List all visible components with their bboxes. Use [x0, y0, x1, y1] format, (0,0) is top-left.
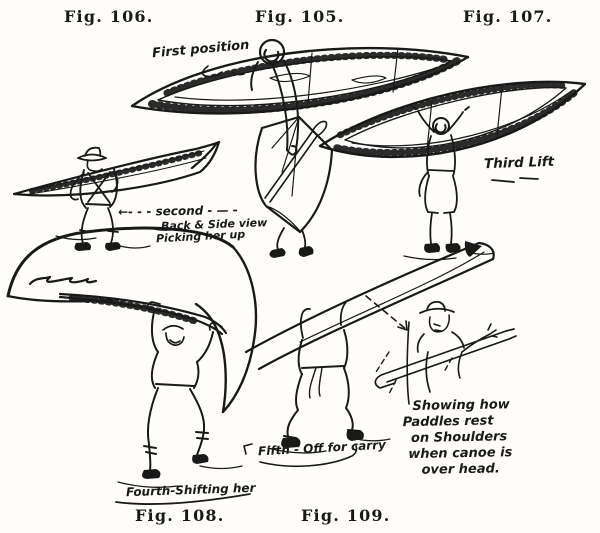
fifth-bracket-and-underline [243, 443, 358, 468]
canoe-ribs [68, 294, 199, 325]
man-arms [69, 171, 119, 201]
hull-signature-scribble [28, 275, 98, 286]
man-head [86, 159, 103, 173]
canoe-bow-over-shoulder [254, 115, 334, 234]
man-boots [74, 242, 121, 251]
annotation-second-arrow: ←- - - second - — - [117, 202, 238, 220]
fig-106-caption: Fig. 106. [64, 7, 154, 26]
fig109-man-sketch [267, 301, 391, 454]
fourth-underline-flourish [115, 493, 251, 506]
paddles-note-line: over head. [421, 461, 500, 478]
third-lift-underline [491, 177, 539, 183]
fig-109-caption: Fig. 109. [301, 506, 391, 525]
canoe-stern-fin [194, 245, 258, 414]
man-face [428, 314, 450, 333]
canoe-inner-gunwale [344, 86, 567, 149]
fig105-canoe-sketch [130, 46, 470, 115]
sash-ties [308, 367, 323, 399]
canoe-floor-details [351, 86, 571, 151]
canoe-ribs-lower [148, 57, 461, 115]
man-legs [424, 175, 458, 245]
paddles-across-shoulders [374, 328, 517, 389]
canoe-ribs-upper [336, 81, 570, 139]
fig-105-caption: Fig. 105. [255, 7, 345, 26]
man-boots [269, 246, 314, 258]
paddle-rest-inset-sketch [365, 295, 517, 405]
fig105-man-first-position [250, 38, 300, 156]
fig-107-caption: Fig. 107. [463, 7, 553, 26]
man-torso [150, 351, 200, 389]
canoe-gunwales [244, 241, 495, 371]
fig108-canoe-sketch [6, 226, 258, 414]
man-hat [77, 146, 107, 162]
canoe-keel-line [299, 251, 485, 343]
man-torso [418, 134, 456, 197]
canoe-ribs-upper [163, 51, 453, 97]
man-legs [283, 367, 361, 439]
canoe-floor-details [174, 47, 449, 104]
bow-crease-fan [265, 116, 301, 232]
upright-paddle-shaft [406, 321, 410, 405]
man-torso [297, 329, 349, 375]
annotation-marks [115, 65, 539, 506]
dashed-marks [375, 351, 453, 397]
canoe-profile [12, 140, 221, 197]
bow-dark-mark [464, 241, 482, 257]
ground-strokes [267, 437, 391, 454]
man-legs [143, 387, 209, 471]
fig108-man-sketch [117, 301, 243, 488]
fig107-man-third-lift [403, 105, 495, 261]
man-boots [281, 430, 364, 448]
dashed-pointer-arrow [365, 295, 408, 331]
man-torso [79, 168, 118, 209]
fig105-man-second-backview [254, 115, 334, 258]
paddle-on-back [264, 120, 328, 203]
fig106-canoe-sketch [12, 140, 221, 197]
canoe-ribs-lower [333, 88, 579, 157]
fig-108-caption: Fig. 108. [135, 506, 225, 525]
man-head [432, 117, 450, 135]
annotation-third-lift: Third Lift [483, 153, 555, 173]
man-head-under-hull [162, 324, 185, 346]
man-legs [79, 207, 119, 244]
canoe-hull-outline [6, 226, 235, 298]
man-hands-gripping [147, 301, 223, 331]
man-boots [424, 243, 461, 253]
man-head [258, 38, 286, 66]
raised-arm-hand [457, 323, 498, 379]
annotation-paddles-note: Showing how Paddles rest on Shoulders wh… [402, 397, 531, 479]
man-shoulders [416, 331, 465, 393]
man-hat [419, 301, 455, 314]
man-arm-over-canoe [250, 60, 300, 156]
fig107-canoe-sketch [318, 80, 587, 159]
arrowhead [397, 320, 408, 331]
man-arms-raised [411, 105, 470, 133]
first-position-squiggle [201, 65, 245, 78]
fig106-man-sketch [55, 146, 177, 251]
canoe-ribs [29, 150, 203, 194]
ground-strokes [117, 465, 243, 488]
man-boots [142, 454, 209, 479]
man-arms [150, 311, 214, 363]
fig109-canoe-sketch [244, 241, 495, 371]
man-arms-up [299, 301, 347, 339]
